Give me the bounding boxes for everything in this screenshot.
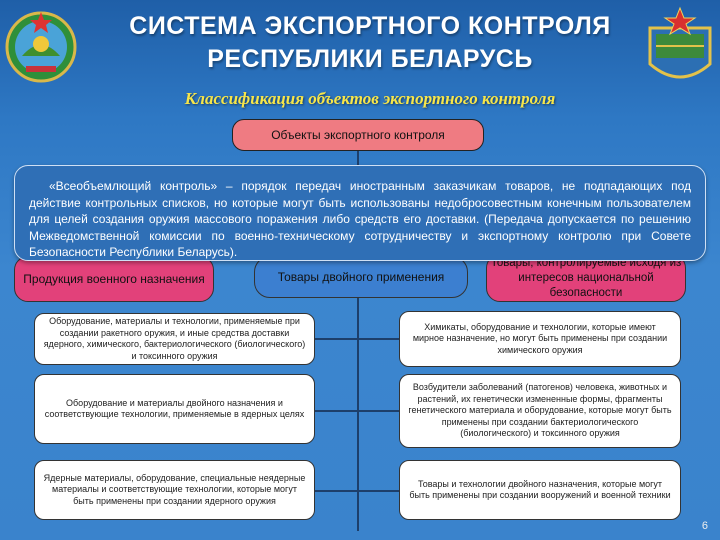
connector-left-1 <box>315 338 357 340</box>
left-item-nuclear-dual: Оборудование и материалы двойного назнач… <box>34 374 315 444</box>
left-item-nuclear-materials: Ядерные материалы, оборудование, специал… <box>34 460 315 520</box>
connector-left-3 <box>315 490 357 492</box>
left-item-missile: Оборудование, материалы и технологии, пр… <box>34 313 315 365</box>
connector-left-2 <box>315 410 357 412</box>
connector-right-1 <box>359 338 399 340</box>
root-node: Объекты экспортного контроля <box>232 119 484 151</box>
connector-root-trunk <box>357 151 359 531</box>
category-national-security: Товары, контролируемые исходя из интерес… <box>486 254 686 302</box>
title-line-2: РЕСПУБЛИКИ БЕЛАРУСЬ <box>207 45 533 73</box>
page-number: 6 <box>701 520 708 532</box>
category-military: Продукция военного назначения <box>14 256 214 302</box>
right-item-pathogens: Возбудители заболеваний (патогенов) чело… <box>399 374 681 448</box>
right-item-weapons: Товары и технологии двойного назначения,… <box>399 460 681 520</box>
category-dual-use: Товары двойного применения <box>254 256 468 298</box>
page-title: СИСТЕМА ЭКСПОРТНОГО КОНТРОЛЯ РЕСПУБЛИКИ … <box>80 10 660 76</box>
right-item-chemical: Химикаты, оборудование и технологии, кот… <box>399 311 681 367</box>
military-insignia-icon <box>648 6 712 79</box>
title-line-1: СИСТЕМА ЭКСПОРТНОГО КОНТРОЛЯ <box>129 12 611 40</box>
page-subtitle: Классификация объектов экспортного контр… <box>184 89 556 108</box>
comprehensive-control-note: «Всеобъемлющий контроль» – порядок перед… <box>14 165 706 261</box>
state-emblem-icon <box>5 11 77 83</box>
connector-right-3 <box>359 490 399 492</box>
connector-right-2 <box>359 410 399 412</box>
